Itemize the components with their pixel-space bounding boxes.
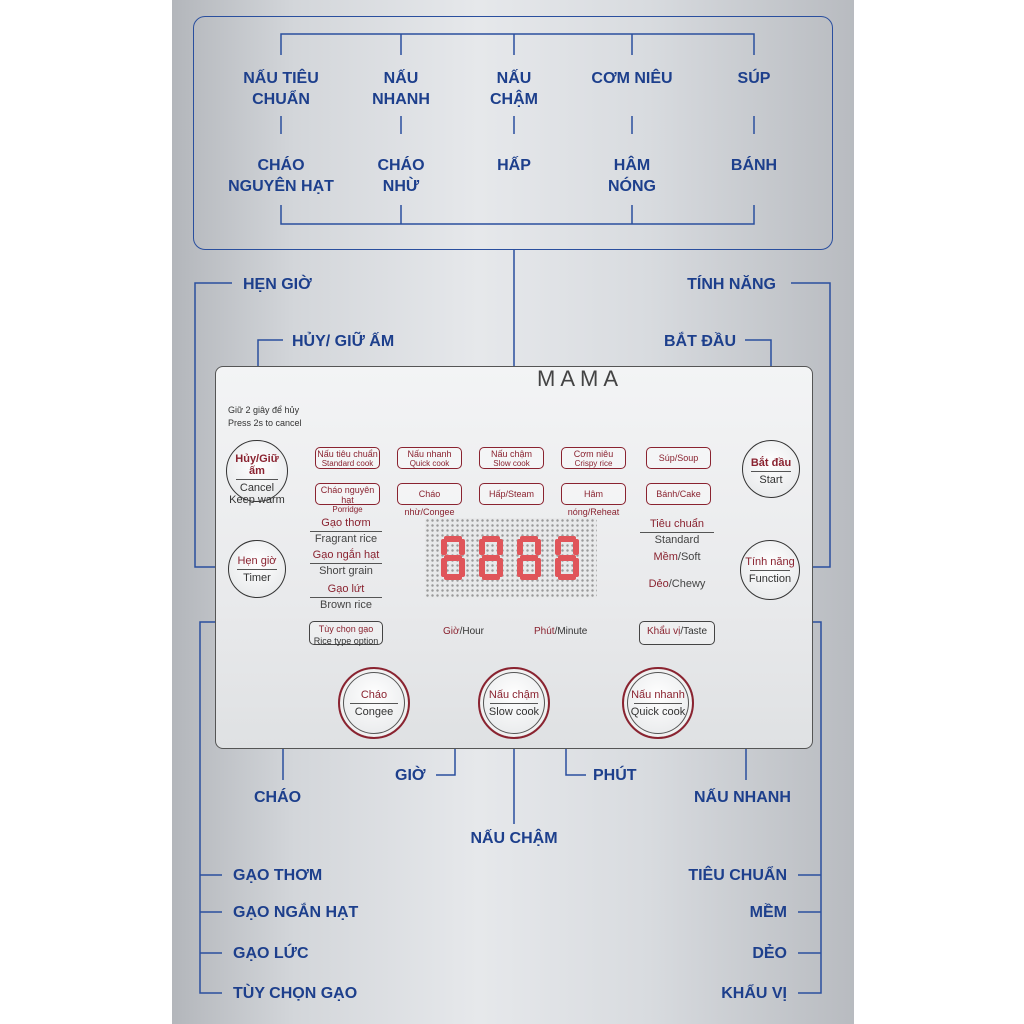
chip-chao-nhu[interactable]: Cháo nhừ/Congee: [397, 483, 462, 517]
display-segment: [459, 558, 465, 577]
texture-option-soft[interactable]: Mềm/Soft: [653, 551, 701, 563]
display-segment: [555, 539, 561, 555]
chip-ham-nong[interactable]: Hâm nóng/Reheat: [561, 483, 626, 517]
display-digit: [517, 536, 541, 580]
callout-bat-dau: BẮT ĐẦU: [664, 333, 736, 350]
led-display: [425, 518, 597, 598]
display-segment: [558, 536, 576, 542]
display-digit: [441, 536, 465, 580]
display-segment: [497, 539, 503, 555]
brand-logo: MAMA: [537, 366, 623, 391]
display-digit: [555, 536, 579, 580]
chip-hap[interactable]: Hấp/Steam: [479, 483, 544, 505]
display-segment: [558, 574, 576, 580]
display-segment: [441, 539, 447, 555]
display-segment: [520, 574, 538, 580]
hold-note-en: Press 2s to cancel: [228, 418, 302, 428]
display-segment: [444, 555, 462, 561]
callout-nau-nhanh: NẤU NHANH: [694, 789, 791, 806]
display-segment: [520, 555, 538, 561]
display-segment: [520, 536, 538, 542]
texture-option-chewy[interactable]: Dẻo/Chewy: [648, 578, 706, 590]
display-segment: [535, 539, 541, 555]
display-segment: [497, 558, 503, 577]
display-segment: [573, 539, 579, 555]
callout-tieu-chuan: TIÊU CHUẨN: [688, 867, 787, 884]
callout-deo: DẺO: [752, 945, 787, 962]
display-digit: [479, 536, 503, 580]
display-segment: [482, 536, 500, 542]
callout-gao-thom: GẠO THƠM: [233, 867, 323, 884]
callout-huy-giu-am: HỦY/ GIỮ ẤM: [292, 333, 395, 350]
display-segment: [573, 558, 579, 577]
display-segment: [517, 539, 523, 555]
callout-mem: MỀM: [749, 904, 787, 921]
mode-sup: SÚP: [737, 70, 771, 87]
callout-nau-cham: NẤU CHẬM: [470, 830, 558, 847]
display-segment: [555, 558, 561, 577]
callout-gao-luc: GẠO LỨC: [233, 945, 309, 962]
mode-hap: HẤP: [497, 157, 531, 174]
callout-chao: CHÁO: [254, 789, 302, 806]
display-segment: [441, 558, 447, 577]
minute-label[interactable]: Phút/Minute: [534, 626, 588, 637]
callout-gao-ngan-hat: GẠO NGẮN HẠT: [233, 904, 359, 921]
display-segment: [482, 555, 500, 561]
chip-banh[interactable]: Bánh/Cake: [646, 483, 711, 505]
display-segment: [459, 539, 465, 555]
callout-hen-gio: HẸN GIỜ: [243, 276, 312, 293]
callout-khau-vi: KHẨU VỊ: [721, 985, 787, 1002]
display-digits: [441, 536, 579, 580]
callout-phut: PHÚT: [593, 767, 637, 784]
chip-sup[interactable]: Súp/Soup: [646, 447, 711, 469]
display-segment: [482, 574, 500, 580]
display-segment: [517, 558, 523, 577]
display-segment: [444, 574, 462, 580]
display-segment: [479, 539, 485, 555]
hold-note-vi: Giữ 2 giây để hủy: [228, 405, 300, 415]
mode-banh: BÁNH: [730, 157, 778, 174]
display-segment: [558, 555, 576, 561]
display-segment: [444, 536, 462, 542]
taste-button[interactable]: Khẩu vị/Taste: [639, 621, 715, 645]
hour-label[interactable]: Giờ/Hour: [443, 626, 485, 637]
display-segment: [535, 558, 541, 577]
mode-com-nieu: CƠM NIÊU: [591, 70, 673, 87]
callout-tinh-nang: TÍNH NĂNG: [687, 276, 776, 293]
callout-tuy-chon-gao: TÙY CHỌN GẠO: [233, 985, 358, 1002]
cooking-modes-box: [193, 16, 833, 250]
display-segment: [479, 558, 485, 577]
callout-gio: GIỜ: [395, 767, 426, 784]
